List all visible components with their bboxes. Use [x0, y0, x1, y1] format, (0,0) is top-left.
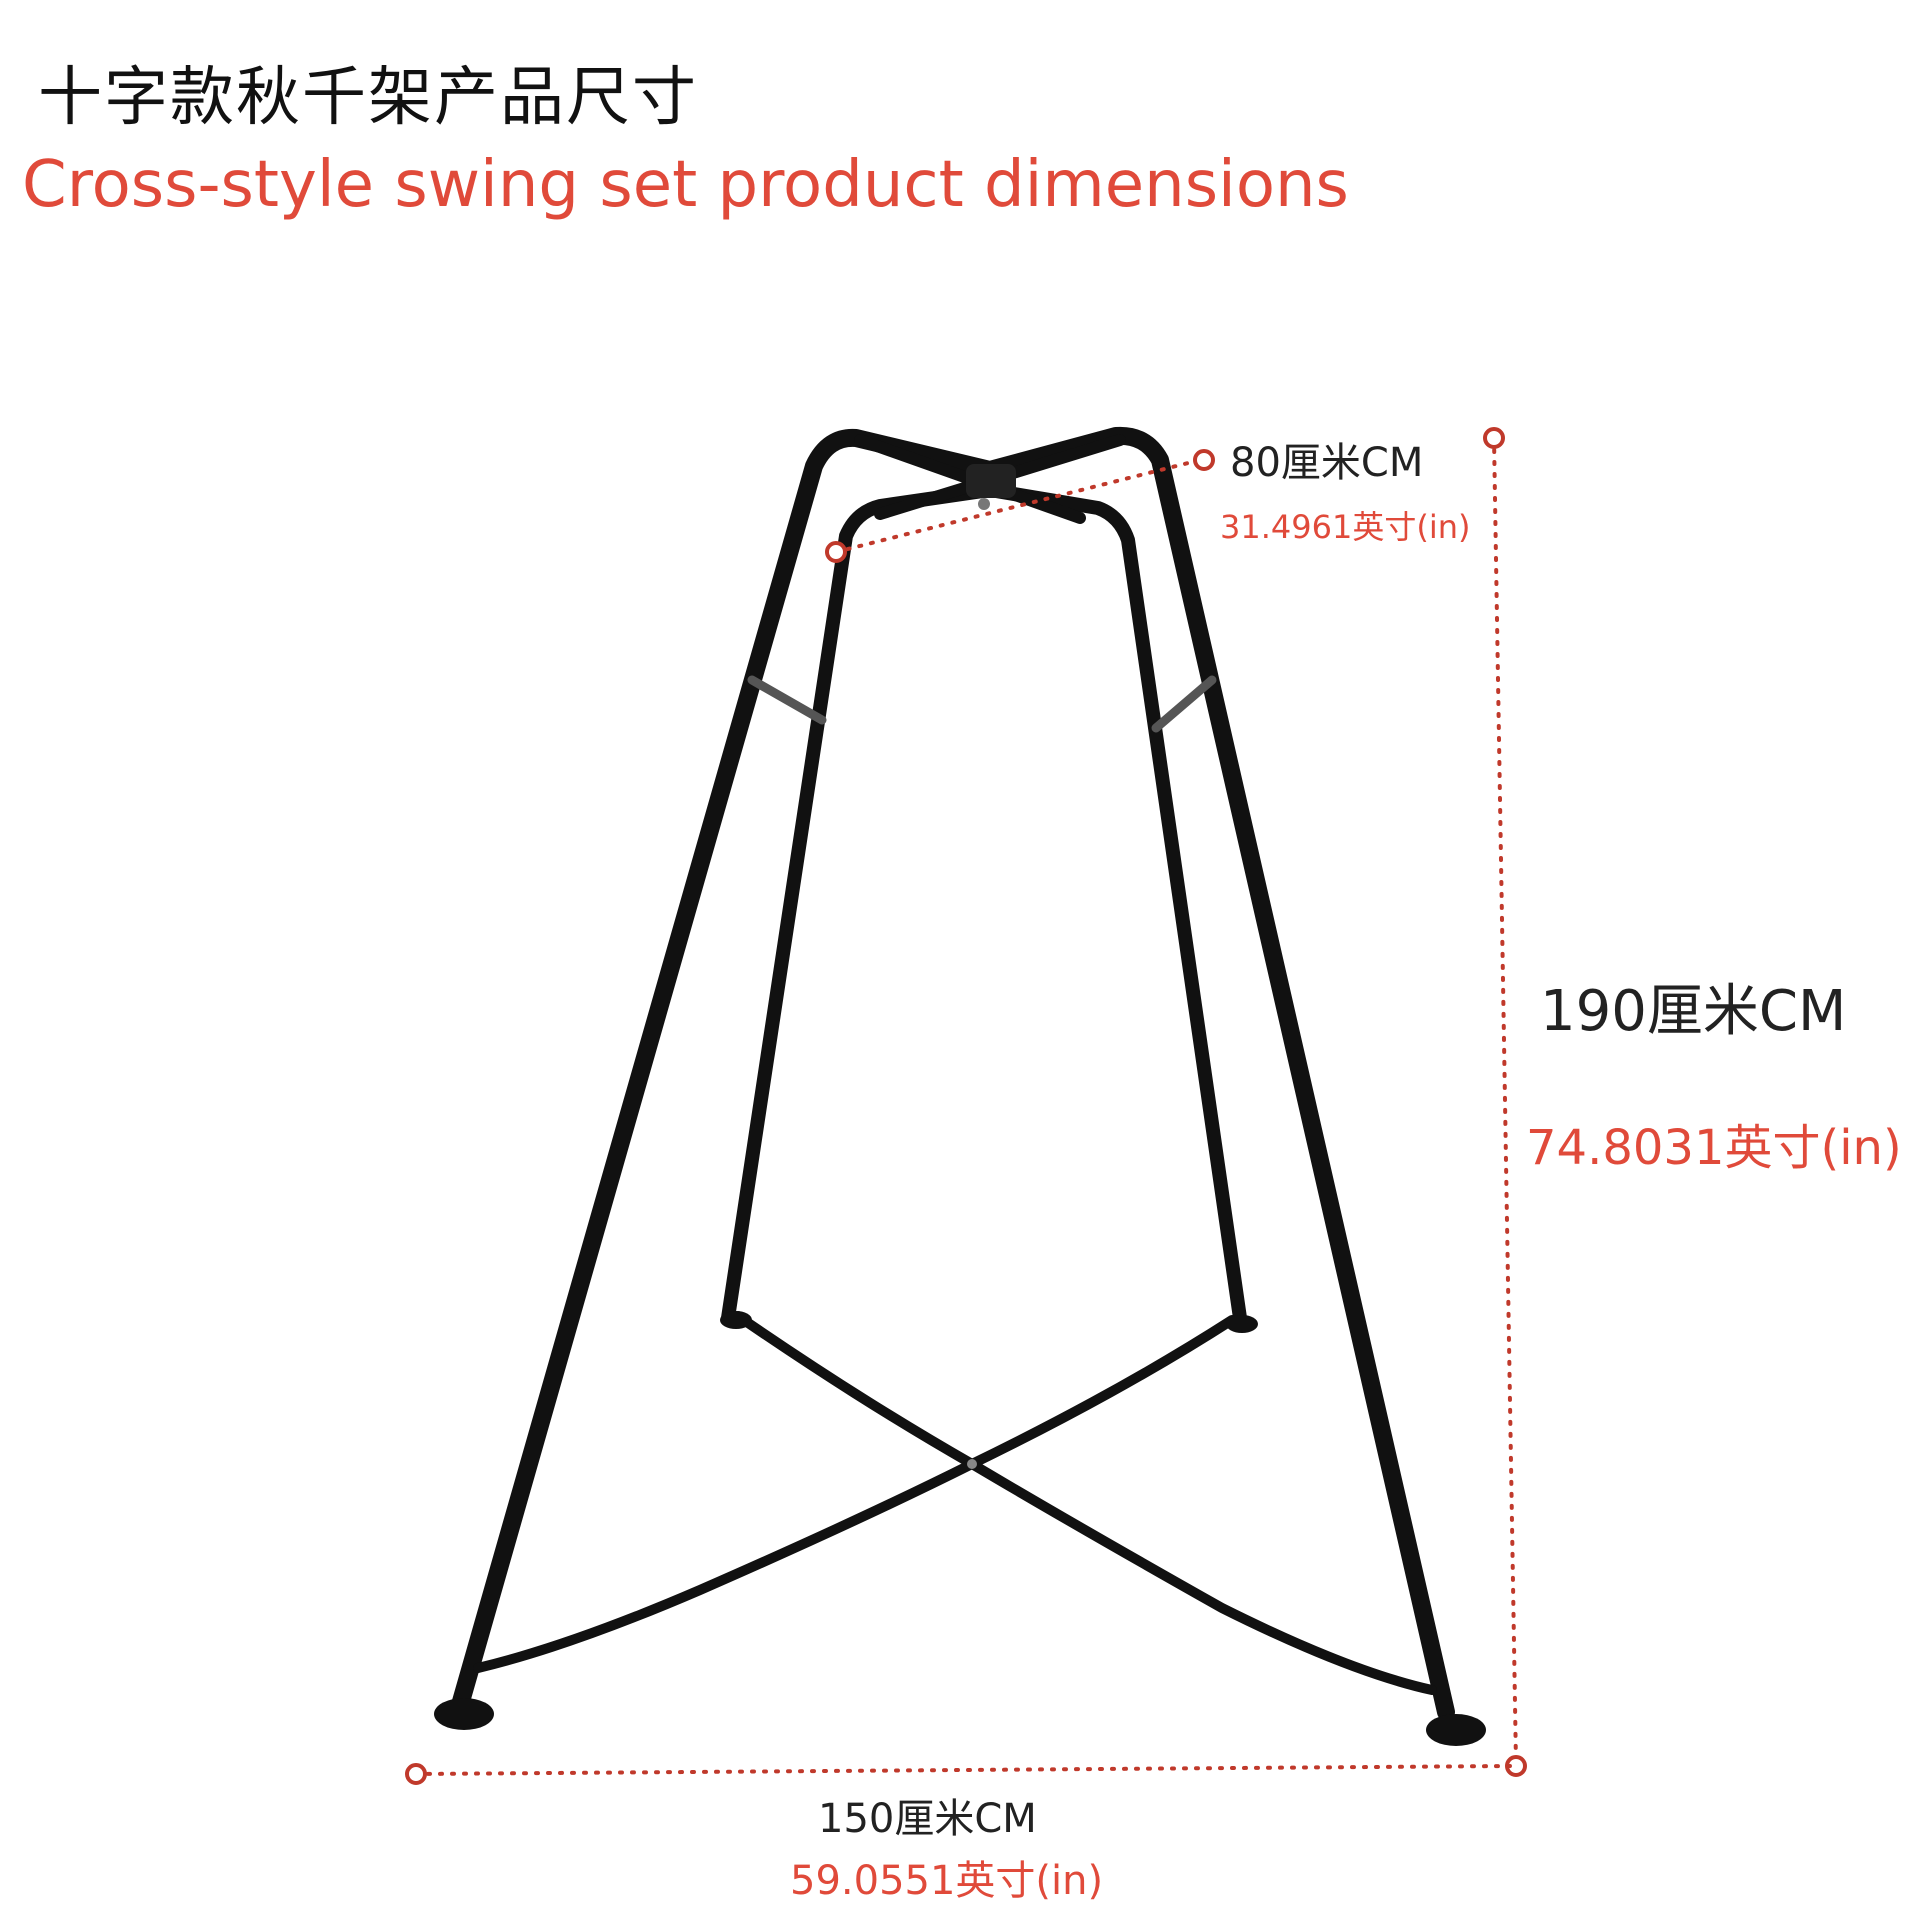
base-width-metric-label: 150厘米CM — [818, 1796, 1037, 1842]
top-width-imperial-label: 31.4961英寸(in) — [1220, 508, 1471, 546]
top-width-metric-label: 80厘米CM — [1230, 440, 1424, 486]
top-cross — [854, 434, 1126, 524]
back-frame — [721, 483, 1247, 1325]
base-straps — [473, 1311, 1437, 1695]
feet — [434, 1311, 1486, 1746]
title-english: Cross-style swing set product dimensions — [22, 148, 1349, 222]
title-chinese: 十字款秋千架产品尺寸 — [38, 61, 698, 135]
side-struts — [747, 675, 1217, 733]
height-metric-label: 190厘米CM — [1540, 979, 1847, 1044]
base-width-imperial-label: 59.0551英寸(in) — [790, 1858, 1104, 1904]
dimension-lines — [405, 427, 1527, 1785]
height-imperial-label: 74.8031英寸(in) — [1526, 1120, 1902, 1176]
front-frame — [449, 426, 1455, 1721]
